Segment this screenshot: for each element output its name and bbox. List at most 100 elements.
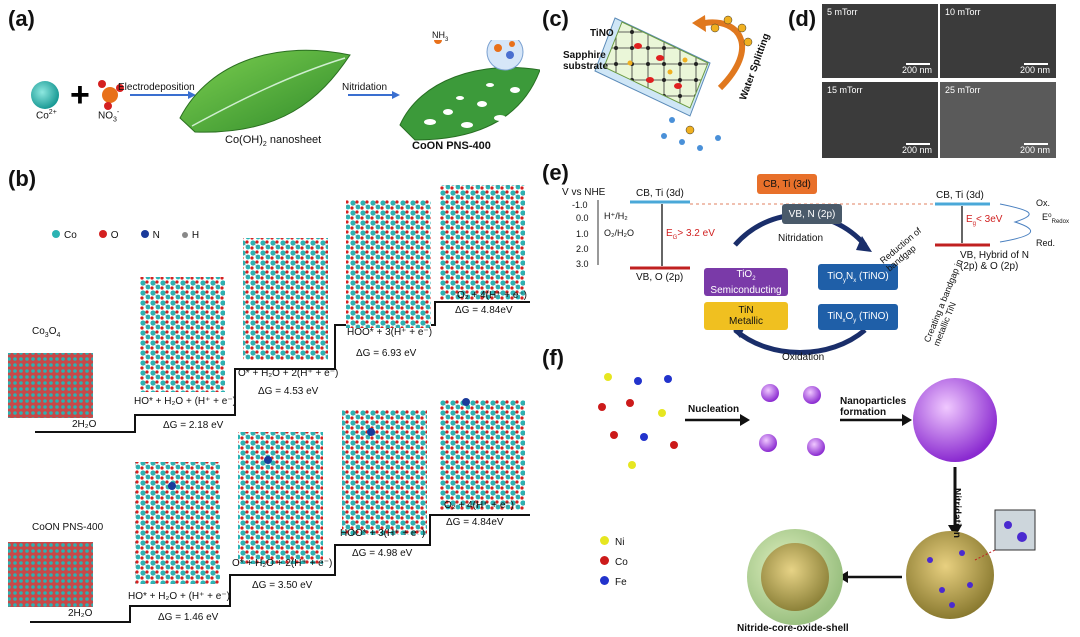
row2-step-1: HO* + H₂O + (H⁺ + e⁻) (128, 591, 230, 602)
row2-step-2: O* + H₂O + 2(H⁺ + e⁻) (232, 558, 333, 569)
crystal-r2-3 (342, 410, 427, 535)
crystal-r1-3 (346, 200, 431, 328)
precursor-ions (598, 373, 678, 469)
legend-o: O (98, 230, 119, 241)
ox-label: Ox. (1036, 198, 1051, 208)
legend-co: Co (52, 230, 77, 241)
cb-left-label: CB, Ti (3d) (636, 188, 684, 199)
tio2-box: TiO2 Semiconducting (704, 268, 788, 296)
plus-sign: + (70, 76, 90, 114)
row1-step-3: HOO* + 3(H⁺ + e⁻) (347, 327, 433, 338)
legend-h: H (181, 230, 199, 241)
crystal-r2-1 (135, 462, 220, 584)
row2-dg-1: ΔG = 1.46 eV (158, 612, 219, 623)
panel-label-c: (c) (542, 6, 569, 31)
no3-ball-center (102, 87, 118, 103)
tick-4: 2.0 (576, 244, 589, 254)
co3o4-slab (8, 353, 93, 418)
oxidation-label: Oxidation (782, 352, 825, 363)
nh3-label: NH3 (432, 30, 449, 43)
leaf-vein (191, 57, 346, 127)
tino-film (603, 21, 709, 109)
vb-right-label: VB, Hybrid of N (2p) & O (2p) (960, 250, 1029, 272)
arrow-head-1 (188, 91, 196, 99)
no3-ball-3 (104, 102, 112, 110)
staircase-row2 (30, 514, 530, 623)
oxidation-arc (733, 328, 867, 355)
nitridation-label: Nitridation (778, 233, 824, 244)
vb-left-label: VB, O (2p) (636, 272, 684, 283)
atom-legend: Co O N H (52, 230, 199, 241)
row2-name: CoON PNS-400 (32, 522, 104, 533)
nh3-molecule (434, 40, 442, 44)
co-ion-label: Co2+ (36, 109, 57, 122)
crystal-r1-2 (243, 238, 328, 360)
tin-box: TiN Metallic (704, 302, 788, 330)
film-dots (627, 43, 688, 89)
coon-slab (8, 542, 93, 607)
row2-dg-2: ΔG = 3.50 eV (252, 580, 313, 591)
row1-dg-1: ΔG = 2.18 eV (163, 420, 224, 431)
legend-fe: Fe (600, 573, 628, 593)
co-ion-ball (31, 81, 59, 109)
staircase-row1 (35, 301, 530, 433)
product-label: CoON PNS-400 (412, 140, 491, 152)
leaf-porous (399, 67, 540, 141)
sem-10mtorr: 10 mTorr 200 nm (940, 4, 1056, 78)
crystal-r1-4 (440, 185, 525, 300)
row2-step-3: HOO* + 3(H⁺ + e⁻) (340, 528, 426, 539)
tino-label: TiNO (590, 28, 614, 39)
row1-step-2: O* + H₂O + 2(H⁺ + e⁻) (238, 368, 339, 379)
row1-dg-4: ΔG = 4.84eV (455, 305, 513, 316)
eredox-label: E⁰Redox (1042, 212, 1069, 225)
nanoparticle-label: Nanoparticles formation (840, 396, 907, 418)
tick-1: -1.0 (572, 200, 588, 210)
tiono-box: TiOyNx (TiNO) (818, 264, 898, 290)
nucleation-label: Nucleation (688, 404, 740, 415)
h-couple: H⁺/H₂ (604, 211, 628, 221)
cb-top-box: CB, Ti (3d) (757, 174, 817, 194)
row2-step-4: O₂ + 4(H⁺ + e⁻) (444, 500, 515, 511)
row1-dg-3: ΔG = 6.93 eV (356, 348, 417, 359)
substrate-label: Sapphire substrate (563, 50, 609, 72)
panel-label-b: (b) (8, 166, 37, 191)
row2-step-0: 2H₂O (68, 608, 93, 619)
f-legend: Ni Co Fe (600, 533, 628, 593)
energy-diagram-b (8, 185, 530, 623)
red-label: Red. (1036, 238, 1056, 248)
crystal-r2-4 (440, 400, 525, 510)
nanosheet-label: Co(OH)2 nanosheet (225, 134, 322, 149)
axis-title: V vs NHE (562, 187, 606, 198)
eg-left-label: EG> 3.2 eV (666, 228, 715, 241)
nanoparticle (913, 378, 997, 462)
step-electrodeposition: Electrodeposition (118, 82, 195, 93)
no3-ball-2 (116, 84, 124, 92)
tick-5: 3.0 (576, 259, 589, 269)
zoom-bubble (486, 40, 524, 71)
step-nitridation: Nitridation (342, 82, 388, 93)
row2-dg-4: ΔG = 4.84eV (446, 517, 504, 528)
row1-dg-2: ΔG = 4.53 eV (258, 386, 319, 397)
nitridation-f-label: Nitridation (951, 488, 962, 538)
no3-ball-1 (98, 80, 106, 88)
eg-right-label: Eg< 3eV (966, 214, 1003, 227)
water-molecules (661, 15, 753, 151)
row2-dg-3: ΔG = 4.98 eV (352, 548, 413, 559)
redox-curve (999, 203, 1032, 243)
sem-25mtorr: 25 mTorr 200 nm (940, 82, 1056, 158)
legend-ni: Ni (600, 533, 628, 553)
tinox-box: TiNxOy (TiNO) (818, 304, 898, 330)
cb-right-label: CB, Ti (3d) (936, 190, 984, 201)
sem-15mtorr: 15 mTorr 200 nm (822, 82, 938, 158)
panel-label-a: (a) (8, 6, 35, 31)
arrow-head-2 (392, 91, 400, 99)
no3-label: NO3- (98, 109, 120, 124)
o-couple: O₂/H₂O (604, 228, 634, 238)
row1-step-4: O₂ + 4(H⁺ + e⁻) (457, 290, 528, 301)
panel-label-d: (d) (788, 6, 817, 31)
panel-a-diagram: + (31, 40, 540, 141)
nitrided-particle (906, 531, 994, 619)
legend-co-f: Co (600, 553, 628, 573)
panel-c-diagram (594, 15, 753, 151)
leaf-pores (424, 83, 520, 128)
